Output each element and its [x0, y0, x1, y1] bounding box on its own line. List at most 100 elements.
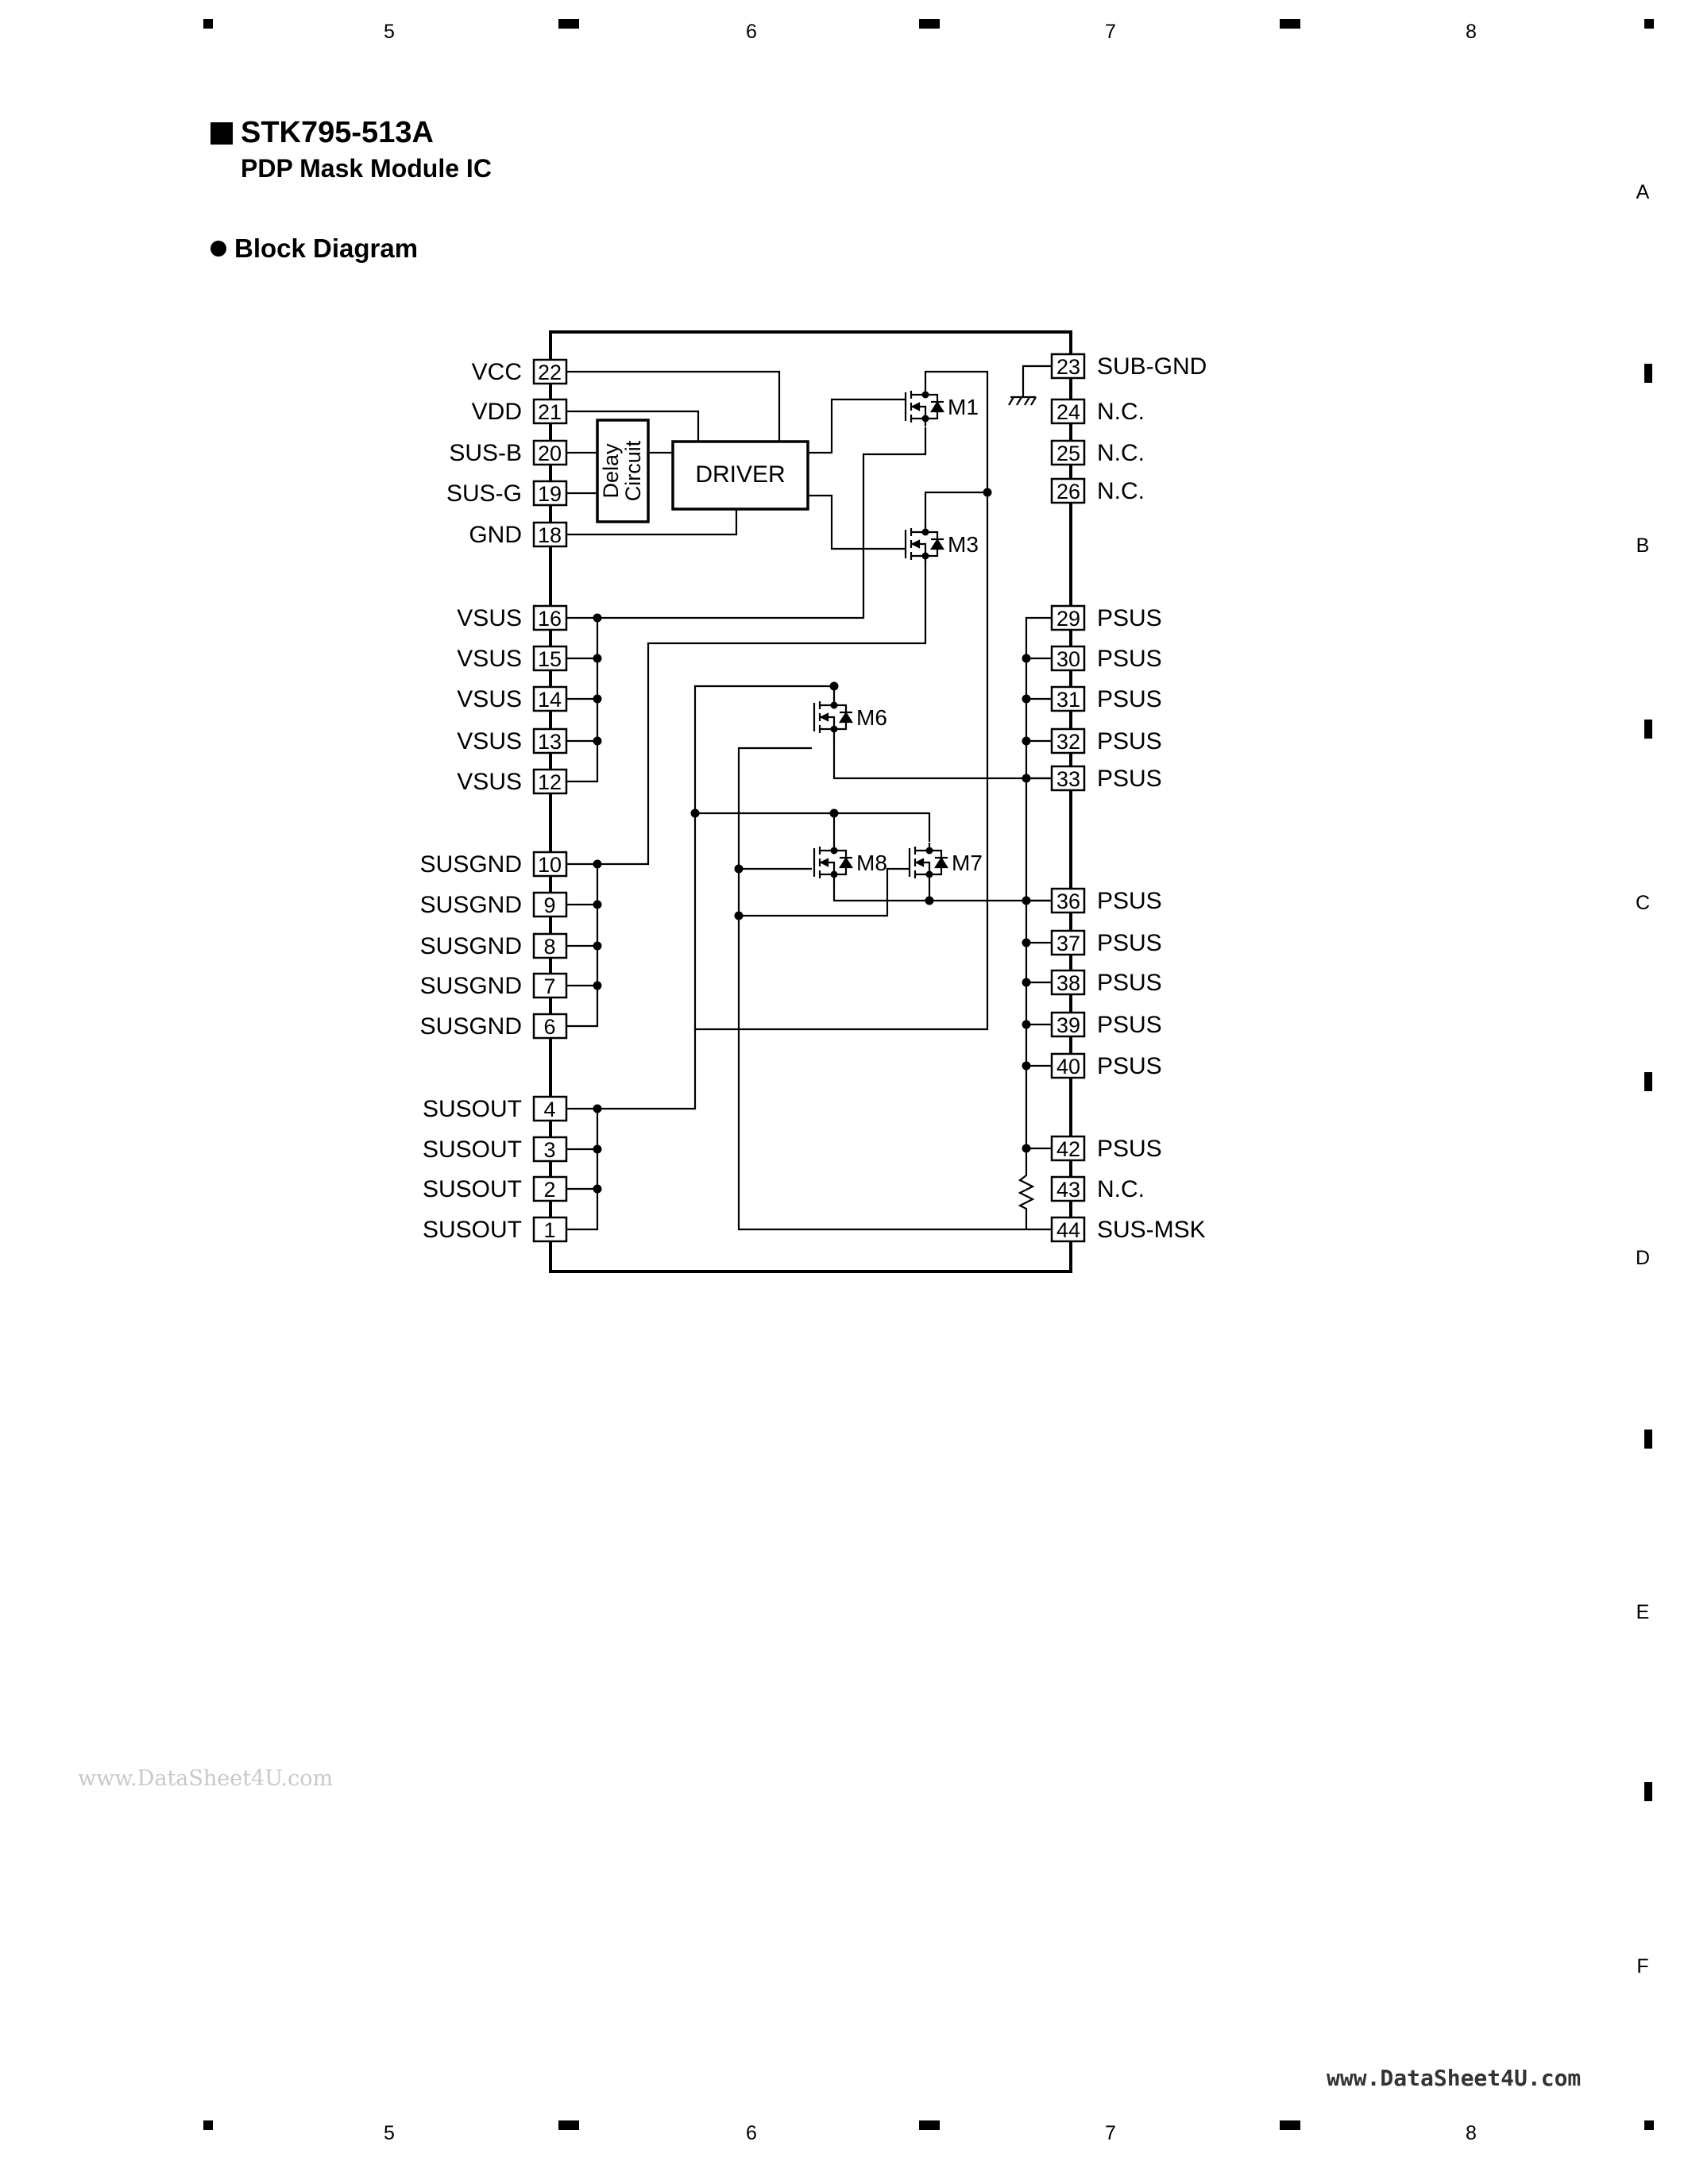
- column-label: 6: [746, 21, 757, 43]
- wire-gate-m1: [808, 398, 906, 454]
- pin-box: [532, 1216, 568, 1243]
- border-square-icon: [558, 19, 579, 29]
- pin-number: 10: [538, 853, 562, 877]
- pin-number: 6: [543, 1015, 555, 1039]
- part-number-title: STK795-513A: [211, 116, 434, 150]
- wire-gnd: [571, 509, 738, 536]
- pin-name: PSUS: [1097, 1136, 1162, 1162]
- mosfet-label: M6: [856, 705, 887, 730]
- row-label: E: [1636, 1601, 1650, 1623]
- pin-number: 20: [538, 442, 562, 465]
- watermark-right: www.DataSheet4U.com: [1327, 2065, 1582, 2091]
- pin-name: VSUS: [457, 646, 522, 672]
- pin-name: PSUS: [1097, 930, 1162, 956]
- pin-number: 29: [1056, 607, 1080, 631]
- bus-psus-taps: [1026, 657, 1052, 1067]
- pin-box: [532, 480, 568, 507]
- pin-number: 9: [543, 893, 555, 917]
- pin-box: [1050, 887, 1086, 914]
- border-square-icon: [1644, 720, 1652, 739]
- pin-6: 6 SUSGND: [420, 1013, 571, 1040]
- pin-name: N.C.: [1097, 478, 1145, 504]
- pin-number: 19: [538, 482, 562, 506]
- pin-number: 26: [1056, 480, 1080, 504]
- pin-number: 8: [543, 935, 555, 959]
- pin-box: [1050, 439, 1086, 466]
- pin-19: 19 SUS-G: [446, 480, 571, 507]
- section-title: Block Diagram: [234, 233, 419, 263]
- pin-name: SUSOUT: [423, 1217, 522, 1243]
- border-square-icon: [1644, 364, 1652, 383]
- pin-number: 16: [538, 607, 562, 631]
- pin-10: 10 SUSGND: [420, 851, 571, 878]
- pin-box: [532, 851, 568, 878]
- border-square-icon: [919, 19, 940, 29]
- pin-number: 18: [538, 523, 562, 547]
- wire-subgnd: [1022, 365, 1052, 397]
- pin-29: 29 PSUS: [1050, 604, 1162, 631]
- wire-m3-source: [597, 559, 927, 866]
- mosfet-m3: M3: [904, 524, 979, 564]
- pin-number: 22: [538, 361, 562, 384]
- bus-susout: [571, 1107, 599, 1231]
- pin-name: PSUS: [1097, 646, 1162, 672]
- column-label: 7: [1105, 2122, 1116, 2144]
- pin-number: 37: [1056, 932, 1080, 955]
- pin-name: SUS-G: [446, 480, 522, 507]
- pin-number: 43: [1056, 1178, 1080, 1202]
- column-label: 8: [1466, 2122, 1477, 2144]
- pin-name: SUSGND: [420, 1013, 522, 1040]
- pin-number: 36: [1056, 889, 1080, 913]
- pin-box: [1050, 929, 1086, 956]
- pin-number: 31: [1056, 688, 1080, 712]
- junctions: [593, 488, 1031, 1194]
- delay-circuit-block: [596, 419, 650, 523]
- wire-vcc: [571, 370, 781, 442]
- delay-label-1: Delay: [599, 443, 623, 499]
- pin-name: SUS-B: [449, 440, 522, 466]
- row-label: D: [1636, 1247, 1650, 1269]
- pin-name: N.C.: [1097, 440, 1145, 466]
- pin-box: [1050, 969, 1086, 996]
- mosfet-label: M8: [856, 851, 887, 875]
- pin-number: 14: [538, 688, 562, 712]
- pin-name: GND: [469, 522, 522, 548]
- border-square-icon: [1644, 2120, 1654, 2130]
- pin-name: SUSGND: [420, 851, 522, 878]
- pin-box: [1050, 765, 1086, 792]
- mosfet-m8: M8: [813, 843, 887, 882]
- pin-number: 25: [1056, 442, 1080, 465]
- pin-number: 3: [543, 1138, 555, 1162]
- pin-name: PSUS: [1097, 970, 1162, 996]
- border-square-icon: [1644, 1072, 1652, 1091]
- pin-number: 40: [1056, 1055, 1080, 1078]
- section-heading: Block Diagram: [211, 233, 418, 264]
- pin-box: [532, 358, 568, 385]
- watermark-left: www.DataSheet4U.com: [78, 1766, 334, 1791]
- title-square-icon: [211, 122, 233, 145]
- pin-name: PSUS: [1097, 605, 1162, 631]
- pin-box: [1050, 1011, 1086, 1038]
- pin-box: [1050, 604, 1086, 631]
- pin-name: N.C.: [1097, 1176, 1145, 1202]
- pin-number: 7: [543, 974, 555, 998]
- wire-m8m7-top: [695, 812, 931, 842]
- border-square-icon: [203, 19, 213, 29]
